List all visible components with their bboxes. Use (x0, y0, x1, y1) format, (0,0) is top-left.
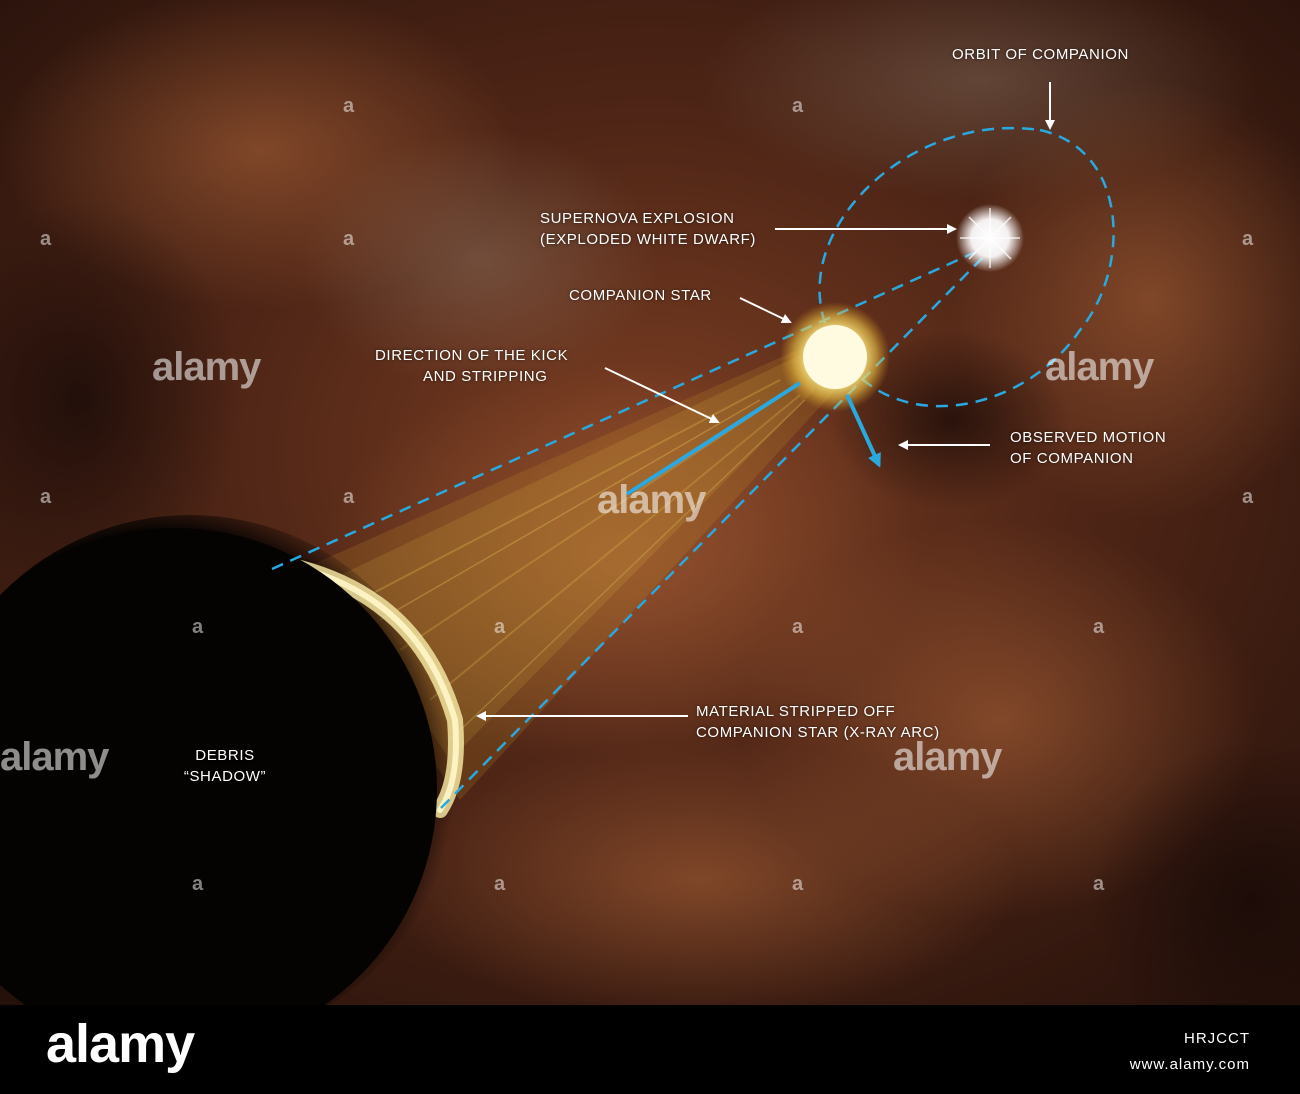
watermark-tile: alamy (893, 735, 1002, 779)
watermark-tile: alamy (152, 345, 261, 389)
watermark-mark: a (1093, 873, 1105, 895)
watermark-mark: a (40, 228, 52, 250)
label-supernova: SUPERNOVA EXPLOSION (EXPLODED WHITE DWAR… (540, 208, 756, 250)
label-observed-motion: OBSERVED MOTION OF COMPANION (1010, 427, 1166, 469)
watermark-bar (0, 1005, 1300, 1094)
watermark-tile: alamy (1045, 345, 1154, 389)
watermark-mark: a (343, 486, 355, 508)
label-debris-line1: DEBRIS (195, 747, 255, 764)
scene-illustration (0, 0, 1300, 1005)
cone-line-lower (440, 241, 999, 809)
nebula-dark-patch (1090, 740, 1300, 1005)
supernova-rays (960, 208, 1020, 268)
nebula-dark-patch (830, 330, 1070, 510)
watermark-mark: a (494, 873, 506, 895)
kick-pointer (604, 367, 720, 424)
label-supernova-line2: (EXPLODED WHITE DWARF) (540, 231, 756, 248)
debris-shadow-core (0, 528, 437, 1005)
label-material-line1: MATERIAL STRIPPED OFF (696, 703, 896, 720)
label-motion-line1: OBSERVED MOTION (1010, 429, 1167, 446)
watermark-mark: a (1093, 616, 1105, 638)
nebula-dark-patch (0, 200, 240, 600)
x-ray-arc-glow (297, 565, 459, 813)
watermark-mark: a (792, 95, 804, 117)
watermark-mark: a (192, 616, 204, 638)
label-debris-line2: “SHADOW” (183, 768, 267, 785)
label-supernova-line1: SUPERNOVA EXPLOSION (540, 210, 735, 227)
companion-pointer (739, 297, 792, 324)
orbit-ellipse (818, 126, 1115, 408)
watermark-mark: a (343, 95, 355, 117)
watermark-mark: a (40, 486, 52, 508)
watermark-tile: alamy (597, 478, 706, 522)
watermark-tile: alamy (0, 735, 109, 779)
watermark-mark: a (792, 616, 804, 638)
watermark-mark: a (792, 873, 804, 895)
site-url: www.alamy.com (1129, 1056, 1250, 1073)
observed-motion-arrow (845, 394, 881, 468)
cone-line-upper (271, 240, 999, 571)
watermark-mark: a (1242, 228, 1254, 250)
nebula-cloud (300, 130, 660, 390)
label-motion-line2: OF COMPANION (1010, 450, 1134, 467)
label-kick: DIRECTION OF THE KICK AND STRIPPING (375, 345, 568, 387)
label-debris-shadow: DEBRIS “SHADOW” (160, 745, 290, 787)
brand-logo: alamy (46, 1014, 195, 1074)
label-orbit-text: ORBIT OF COMPANION (952, 46, 1129, 63)
watermark-mark: a (343, 228, 355, 250)
companion-star (803, 325, 867, 389)
image-id: HRJCCT (1184, 1030, 1250, 1047)
nebula-cloud (380, 740, 1020, 1005)
label-orbit: ORBIT OF COMPANION (952, 44, 1129, 65)
label-companion-text: COMPANION STAR (569, 287, 712, 304)
label-companion: COMPANION STAR (569, 285, 712, 306)
label-kick-line2: AND STRIPPING (423, 368, 548, 385)
watermark-mark: a (192, 873, 204, 895)
watermark-mark: a (494, 616, 506, 638)
label-material-line2: COMPANION STAR (X-RAY ARC) (696, 724, 940, 741)
kick-direction-line (625, 381, 802, 496)
label-material-stripped: MATERIAL STRIPPED OFF COMPANION STAR (X-… (696, 701, 940, 743)
watermark-mark: a (1242, 486, 1254, 508)
label-kick-line1: DIRECTION OF THE KICK (375, 347, 569, 364)
